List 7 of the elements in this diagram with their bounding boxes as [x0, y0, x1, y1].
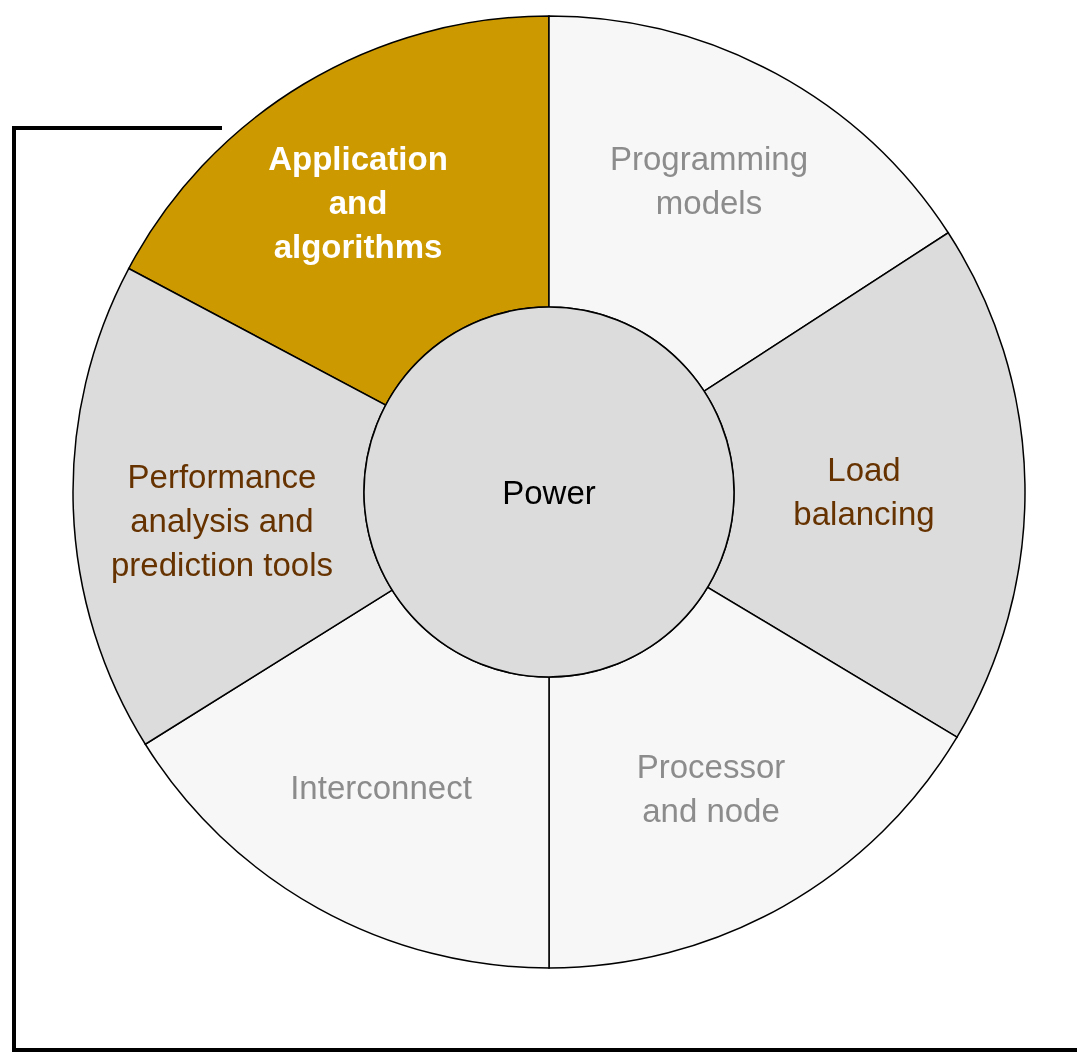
segment-label: Application and algorithms — [267, 139, 449, 267]
segment-label: Interconnect — [290, 768, 472, 808]
segment-label: Programming models — [608, 139, 810, 223]
segment-label: Load balancing — [792, 450, 936, 534]
segment-label: Performance analysis and prediction tools — [110, 457, 334, 585]
center-label: Power — [502, 473, 596, 513]
segment-label: Processor and node — [635, 747, 787, 831]
